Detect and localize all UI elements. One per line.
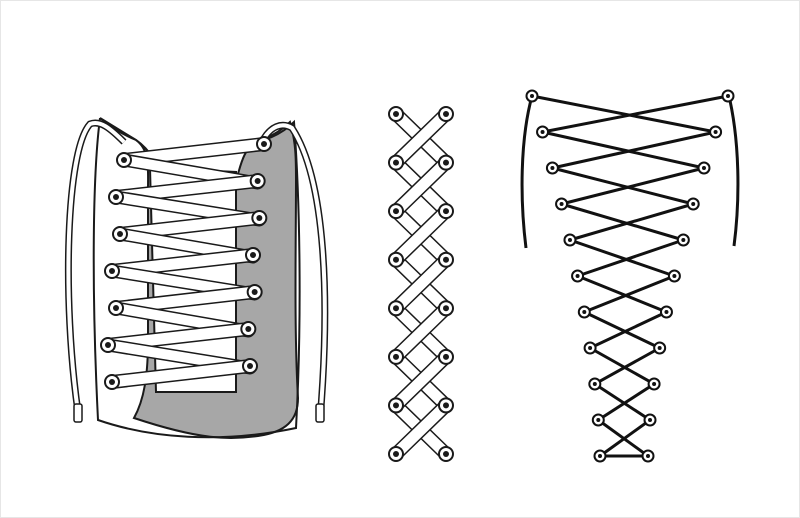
corset-lace-line: [577, 238, 684, 278]
eyelet-hole: [393, 305, 399, 312]
eyelet-hole: [113, 305, 119, 311]
corset-lace-line: [594, 346, 661, 386]
sneaker-lace-band-fill: [106, 360, 256, 388]
eyelet-hole: [691, 202, 696, 206]
corset-lace-line: [577, 274, 668, 314]
criss-cross-band-fill: [390, 157, 452, 217]
corset-lace-line: [599, 418, 651, 458]
criss-cross-band-fill: [390, 302, 452, 363]
eyelet-hole: [559, 202, 564, 206]
corset-lace-line: [552, 130, 716, 170]
corset-lace-line: [531, 94, 716, 134]
eyelet-hole: [672, 274, 677, 278]
eyelet-hole: [443, 208, 449, 215]
corset-eyelets: [525, 89, 735, 463]
eyelet-hole: [726, 94, 730, 98]
eyelet-hole: [443, 305, 449, 312]
eyelet-hole: [681, 238, 686, 242]
criss-cross-band-fill: [390, 399, 452, 460]
eyelet-hole: [550, 166, 555, 170]
eyelet-hole: [657, 346, 662, 350]
eyelet-hole: [443, 451, 449, 457]
eyelet-hole: [251, 289, 258, 295]
eyelet-hole: [592, 382, 597, 386]
aglet-right: [315, 403, 325, 423]
corset-lace-line: [569, 238, 675, 278]
criss-cross-band-fill: [390, 351, 452, 411]
eyelet-hole: [247, 363, 253, 369]
eyelet-hole: [393, 256, 399, 263]
eyelet-hole: [540, 130, 545, 134]
eyelet-hole: [575, 274, 580, 278]
criss-cross-laces: [389, 107, 453, 461]
eyelet-hole: [598, 454, 602, 458]
sneaker-lace-end-right-inner: [260, 123, 327, 421]
corset-lace-line: [542, 94, 729, 134]
eyelet-hole: [443, 159, 449, 166]
eyelet-hole: [393, 353, 399, 360]
eyelet-hole: [443, 402, 449, 409]
eyelet-hole: [109, 268, 115, 274]
criss-cross-band-fill: [390, 205, 452, 266]
eyelet-hole: [713, 130, 718, 134]
eyelet-hole: [250, 252, 256, 258]
criss-cross-eyelets: [388, 106, 454, 462]
eyelet-hole: [443, 111, 449, 117]
eyelet-hole: [256, 215, 263, 221]
corset-lace-line: [569, 202, 694, 242]
corset-lace-line: [589, 310, 668, 350]
eyelet-hole: [582, 310, 587, 314]
eyelet-hole: [596, 418, 601, 422]
sneaker-lace-band-fill: [114, 212, 265, 240]
eyelet-hole: [109, 379, 115, 385]
sneaker-lace-end-left-inner: [66, 121, 126, 413]
corset-lace-line: [542, 130, 705, 170]
eyelet-hole: [393, 451, 399, 457]
eyelet-hole: [105, 342, 111, 348]
eyelet-hole: [245, 326, 252, 332]
eyelet-hole: [393, 402, 399, 409]
eyelet-hole: [393, 111, 399, 117]
sneaker-lace-band-fill: [118, 138, 270, 166]
criss-cross-band-fill: [390, 108, 452, 169]
eyelet-hole: [567, 238, 572, 242]
eyelet-hole: [530, 94, 534, 98]
eyelet-hole: [652, 382, 657, 386]
eyelet-hole: [664, 310, 669, 314]
eyelet-hole: [393, 208, 399, 215]
corset-lace-line: [589, 346, 655, 386]
corset-lace-line: [594, 382, 651, 422]
eyelet-hole: [117, 231, 123, 237]
corset-lace-end-left: [520, 95, 534, 249]
aglet-left: [73, 403, 83, 423]
corset-lace-line: [561, 166, 705, 206]
sneaker-laces: [101, 137, 271, 389]
sneaker-eyelets: [100, 136, 272, 390]
corset-lace-line: [597, 382, 655, 422]
eyelet-hole: [646, 454, 650, 458]
corset-lace-line: [583, 274, 675, 314]
eyelet-hole: [261, 141, 267, 147]
eyelet-hole: [648, 418, 653, 422]
corset-lace-line: [552, 166, 694, 206]
corset-laces: [531, 94, 729, 458]
eyelet-hole: [588, 346, 593, 350]
sneaker-lace-band-fill: [110, 286, 261, 314]
corset-lace-line: [561, 202, 684, 242]
corset-lace-line: [583, 310, 661, 350]
eyelet-hole: [393, 159, 399, 166]
eyelet-hole: [443, 256, 449, 263]
eyelet-hole: [113, 194, 119, 200]
eyelet-hole: [254, 178, 261, 184]
corset-lace-end-right: [726, 91, 740, 247]
eyelet-hole: [701, 166, 706, 170]
eyelet-hole: [121, 157, 127, 163]
eyelet-hole: [443, 353, 449, 360]
criss-cross-band-fill: [390, 254, 452, 314]
sneaker-outline: [92, 117, 301, 439]
